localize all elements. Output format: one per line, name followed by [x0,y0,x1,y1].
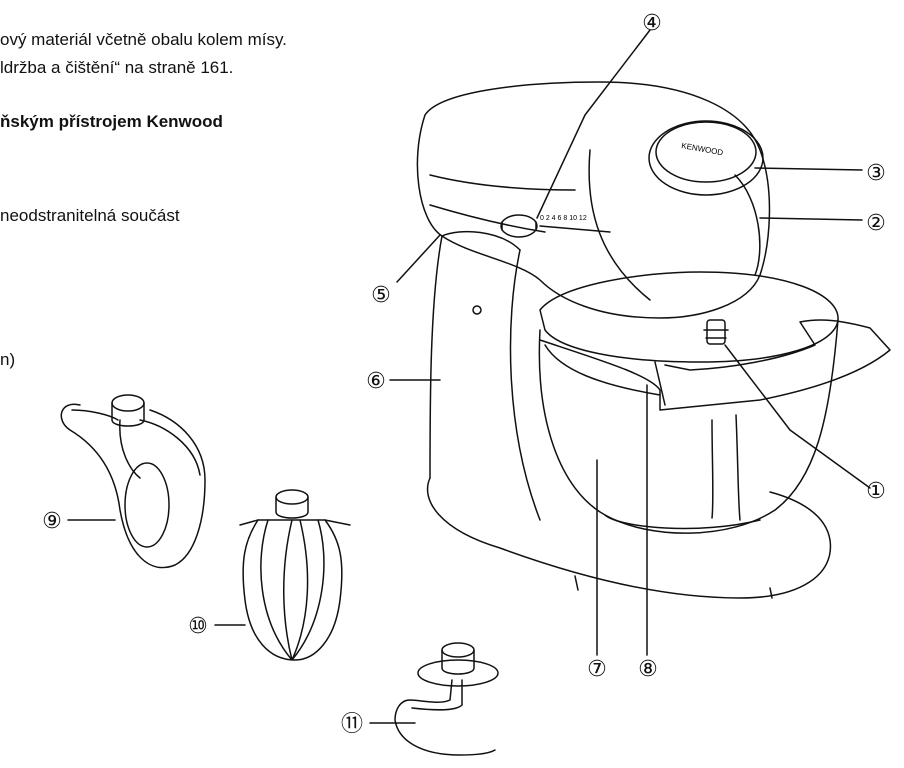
brand-label: KENWOOD [681,141,724,157]
text-line-maintenance: ldržba a čištění“ na straně 161. [0,58,234,77]
callout-10: ⑩ [188,614,208,639]
callout-3: ③ [866,161,886,186]
text-line-nonremovable: neodstranitelná součást [0,206,180,225]
top-emblem-disk [648,120,764,196]
callout-5: ⑤ [371,283,391,308]
motor-head [416,81,771,319]
callout-6: ⑥ [366,369,386,394]
column-knob [472,305,482,315]
speed-control-knob [500,214,538,238]
drive-outlet [706,319,726,345]
mixer-base [426,477,832,599]
heading-kenwood: ňským přístrojem Kenwood [0,112,223,131]
callout-4: ④ [642,11,662,36]
dough-hook [417,659,499,687]
callout-2: ② [866,211,886,236]
callout-8: ⑧ [638,657,658,682]
pouring-shield [539,319,891,411]
whisk [275,489,309,505]
callout-1: ① [866,479,886,504]
callout-7: ⑦ [587,657,607,682]
bowl-rim [539,271,839,363]
speed-marks: 0 2 4 6 8 10 12 [540,215,587,222]
bowl-body [538,319,839,534]
bowl-beater [711,414,741,521]
mixer-column [429,235,541,521]
text-line-packaging: ový materiál včetně obalu kolem mísy. [0,30,287,49]
callout-11: ⑪ [341,712,363,737]
callout-9: ⑨ [42,509,62,534]
flat-beater [60,403,206,569]
text-line-fragment: n) [0,350,16,369]
